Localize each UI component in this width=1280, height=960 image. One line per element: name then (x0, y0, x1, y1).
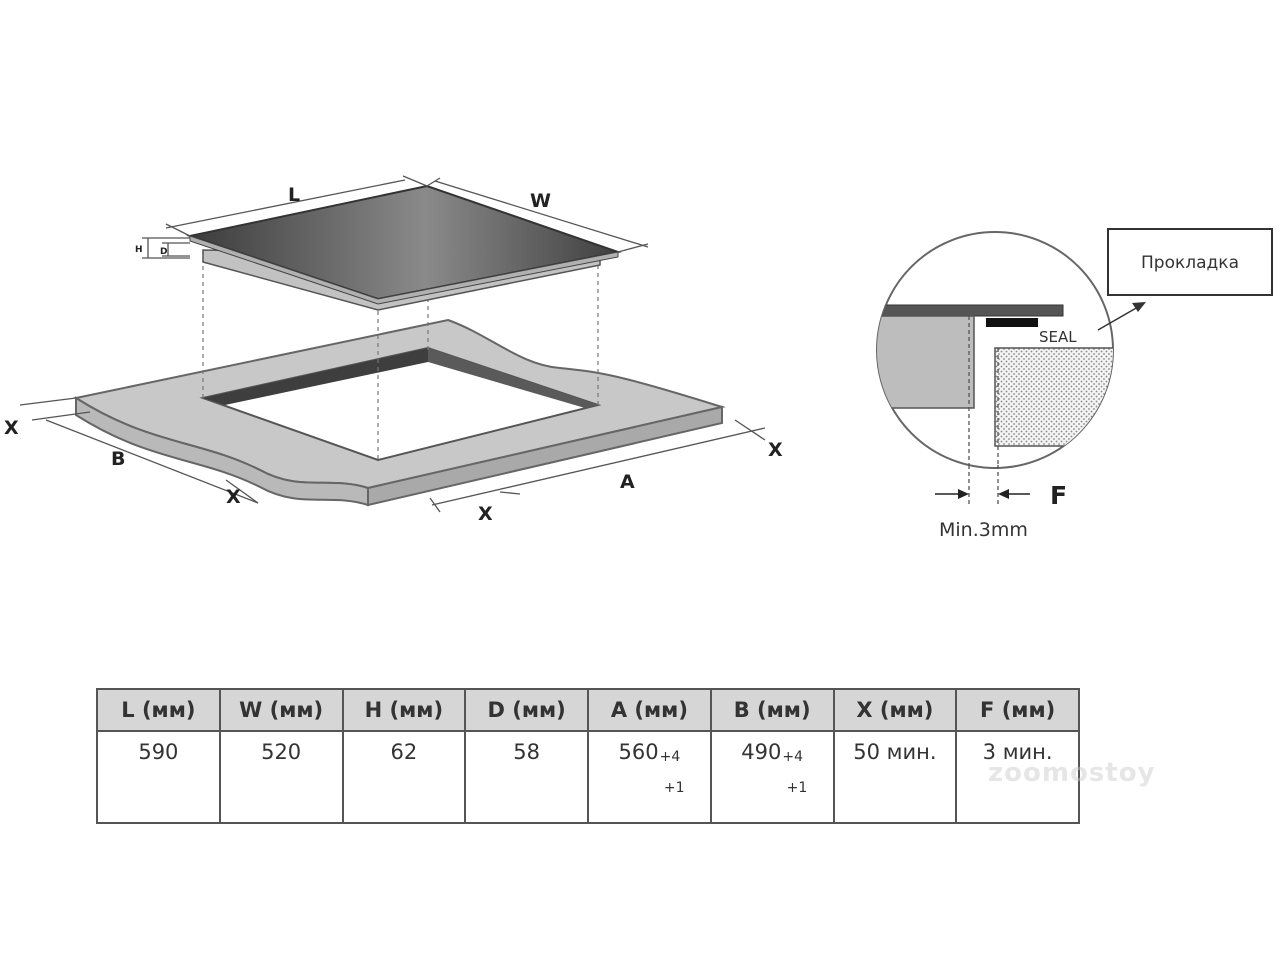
dimension-lines (19, 175, 766, 513)
label-x-right: X (768, 439, 783, 461)
dimension-labels: L W H D X B X X A X (4, 184, 783, 525)
countertop (73, 318, 726, 507)
cell-w: 520 (218, 730, 344, 824)
value-d: 58 (513, 740, 540, 764)
detail-worktop (877, 315, 975, 409)
detail-hob-body (994, 347, 1113, 447)
label-a: A (620, 471, 635, 493)
header-f: F (мм) (955, 688, 1080, 732)
label-x-bottom: X (478, 503, 493, 525)
header-x: X (мм) (832, 688, 958, 732)
callout-text: Прокладка (1141, 253, 1239, 273)
value-f: 3 мин. (982, 740, 1053, 764)
value-l: 590 (138, 740, 179, 764)
label-x-left: X (4, 417, 19, 439)
label-w: W (530, 190, 551, 212)
hob (186, 184, 622, 311)
min-gap-label: Min.3mm (939, 519, 1028, 541)
header-w: W (мм) (218, 688, 344, 732)
label-d: D (160, 247, 167, 257)
value-b: 490 (741, 740, 782, 764)
header-l: L (мм) (96, 688, 221, 732)
header-a: A (мм) (587, 688, 712, 732)
value-b-group: 490+4 (741, 740, 803, 765)
value-a-group: 560+4 (618, 740, 681, 765)
cell-f: 3 мин. (955, 730, 1080, 824)
label-h: H (135, 245, 143, 255)
detail-seal (986, 318, 1038, 327)
callout-box (1107, 228, 1273, 296)
hob-glass-edge (189, 235, 619, 305)
cell-d: 58 (464, 730, 589, 824)
cutout-inner-wall (203, 348, 428, 405)
callout-arrowhead (1132, 302, 1146, 312)
header-d: D (мм) (464, 688, 589, 732)
f-label: F (1050, 481, 1067, 510)
hob-glass-top (186, 184, 622, 301)
watermark: zoomostoy (988, 758, 1156, 788)
label-b: B (111, 448, 125, 470)
value-w: 520 (261, 740, 302, 764)
label-x-left-bottom: X (226, 486, 241, 508)
cell-h: 62 (341, 730, 467, 824)
value-b-tol-upper: +4 (782, 749, 803, 765)
cell-l: 590 (96, 730, 221, 824)
cell-a: 560+4 +1 (587, 730, 712, 824)
header-b: B (мм) (709, 688, 835, 732)
value-b-tol-lower: +1 (786, 780, 808, 796)
value-a-tol-upper: +4 (659, 749, 681, 765)
value-h: 62 (390, 740, 418, 764)
value-a-tol-lower: +1 (663, 780, 685, 796)
value-a: 560 (618, 740, 659, 764)
seal-label: SEAL (1039, 328, 1077, 346)
countertop-right-edge (367, 405, 723, 507)
cell-x: 50 мин. (832, 730, 958, 824)
label-l: L (288, 184, 300, 206)
cell-b: 490+4 +1 (709, 730, 835, 824)
table-header-row: L (мм) W (мм) H (мм) D (мм) A (мм) B (мм… (96, 688, 1080, 732)
detail-hob-glass (877, 304, 1064, 317)
seal-detail: SEAL F Min.3mm (876, 231, 1114, 541)
installation-diagram: L W H D X B X X A X SEAL F Min.3mm П (4, 175, 1273, 541)
header-h: H (мм) (341, 688, 467, 732)
dimensions-table: L (мм) W (мм) H (мм) D (мм) A (мм) B (мм… (96, 688, 1080, 824)
projection-lines (202, 250, 599, 460)
callout: Прокладка (1097, 228, 1273, 331)
table-row: 590 520 62 58 560+4 +1 490+4 +1 50 мин. … (96, 730, 1080, 824)
value-x: 50 мин. (853, 740, 937, 764)
